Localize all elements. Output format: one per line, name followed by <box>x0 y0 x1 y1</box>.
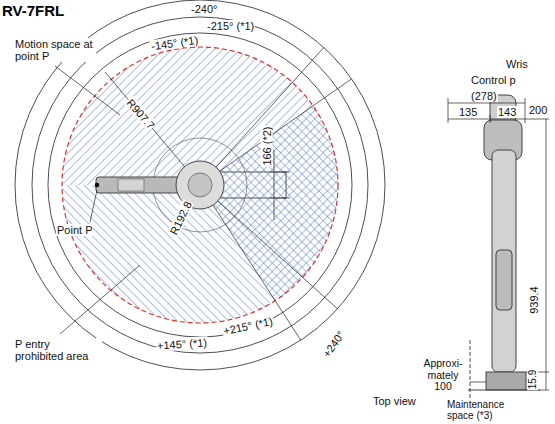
dimension-label: 143 <box>497 106 517 118</box>
radius-label: R192.8 <box>167 199 194 238</box>
point-label: Point P <box>56 224 93 236</box>
angle-label: -240° <box>190 3 218 15</box>
angle-label: +145° (*1) <box>156 336 209 352</box>
robot-arm <box>118 179 144 191</box>
dimension-line <box>270 150 290 220</box>
point-p <box>95 183 99 187</box>
angle-label: +215° (*1) <box>221 315 274 338</box>
robot-base <box>188 173 212 197</box>
callout-label: Motion space at point P <box>14 38 96 62</box>
dimension-label: (278) <box>470 90 498 102</box>
dimension-label: 939.4 <box>528 285 540 315</box>
callout-label: P entry prohibited area <box>14 338 102 362</box>
range-arc <box>48 33 352 337</box>
model-title: RV-7FRL <box>2 2 64 19</box>
radial-lines <box>105 48 352 341</box>
motion-limit-circle <box>62 47 338 323</box>
dimension-label: 135 <box>458 106 478 118</box>
angle-label: +240° <box>320 328 348 360</box>
dimension-label: Approxi- mately 100 <box>418 358 468 393</box>
callout-label: Wris <box>505 58 529 70</box>
robot-side-view <box>440 95 540 390</box>
dimension-line <box>448 98 549 390</box>
range-arc <box>15 0 385 370</box>
dimension-label: 166 (*2) <box>261 125 273 166</box>
radius-label: R907.7 <box>124 96 158 132</box>
angle-label: -145° (*1) <box>149 34 199 53</box>
angle-label: -215° (*1) <box>206 20 255 32</box>
dimension-label: 15.9 <box>527 369 538 390</box>
range-arc <box>32 17 368 353</box>
callout-label: Maintenance space (*3) <box>446 399 522 421</box>
dimension-label: 200 <box>528 104 548 116</box>
view-label: Top view <box>372 395 417 407</box>
maintenance-line <box>470 340 471 398</box>
callout-label: Control p <box>470 74 517 86</box>
